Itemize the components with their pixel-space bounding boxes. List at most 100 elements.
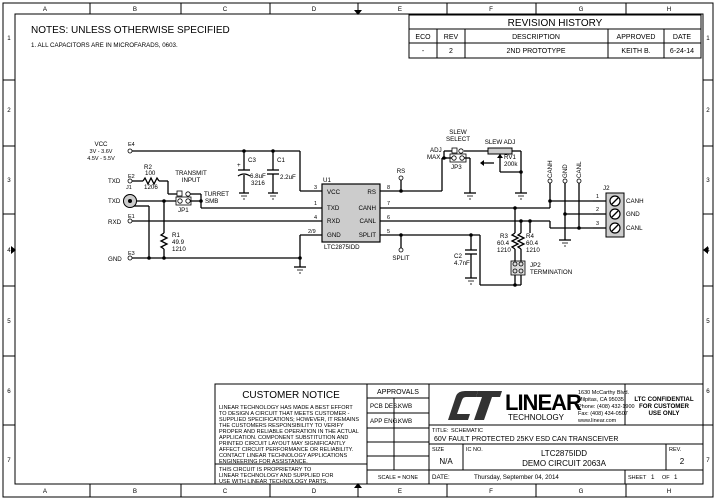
ground-icon — [559, 239, 571, 247]
revision-history-table: REVISION HISTORY ECO REV DESCRIPTION APP… — [408, 14, 702, 59]
vcc-label: VCC — [94, 141, 108, 148]
svg-text:5: 5 — [706, 318, 710, 325]
col-label: F — [489, 488, 493, 495]
r3-value: 60.4 — [497, 240, 510, 247]
approvals-title: APPROVALS — [377, 389, 419, 396]
u1-pin-name: VCC — [327, 189, 341, 196]
r3-size: 1210 — [497, 247, 511, 254]
gnd-label: GND — [108, 256, 122, 263]
date-value: Thursday, September 04, 2014 — [474, 474, 559, 481]
rev-cell-rev: 2 — [449, 48, 453, 55]
jp1-title-1: TRANSMIT — [175, 170, 207, 177]
svg-text:1: 1 — [706, 35, 710, 42]
approvals-box — [366, 383, 430, 485]
approval-name: KWB — [398, 418, 412, 425]
u1-pin-num: 1 — [314, 201, 317, 207]
col-label: A — [43, 488, 48, 495]
svg-text:PRINTED CIRCUIT LAYOUT MAY SIG: PRINTED CIRCUIT LAYOUT MAY SIGNIFICANTLY — [219, 441, 346, 447]
svg-text:4: 4 — [706, 247, 710, 254]
svg-text:7: 7 — [7, 457, 11, 464]
c1-value: 2.2uF — [280, 174, 296, 181]
svg-text:PROPER AND RELIABLE OPERATION: PROPER AND RELIABLE OPERATION IN THE ACT… — [219, 429, 359, 435]
col-label: D — [312, 6, 317, 13]
scale-label: SCALE = NONE — [378, 475, 419, 481]
j2-pin-name: CANH — [626, 198, 644, 205]
company-block — [428, 383, 704, 485]
logo-sub: TECHNOLOGY — [508, 413, 565, 422]
svg-text:THIS CIRCUIT IS PROPRIETARY TO: THIS CIRCUIT IS PROPRIETARY TO — [219, 467, 312, 473]
ic-number: LTC2875IDD — [541, 449, 587, 458]
r4-resistor — [516, 232, 526, 250]
col-label: H — [667, 6, 671, 13]
u1-pin-num: 7 — [387, 201, 390, 207]
confidential-line: LTC CONFIDENTIAL — [634, 396, 694, 403]
company-address: Milpitas, CA 95035 — [578, 397, 624, 403]
sheet-total: 1 — [674, 474, 678, 481]
svg-text:3: 3 — [596, 221, 599, 227]
r3-ref: R3 — [500, 233, 508, 240]
demo-circuit: DEMO CIRCUIT 2063A — [522, 459, 607, 468]
row-labels-right: 1 2 3 4 5 6 7 — [706, 35, 710, 464]
txd-turret-label: TXD — [108, 178, 121, 185]
sheet-number: 1 — [651, 474, 655, 481]
arrow-left-icon — [480, 160, 494, 166]
col-label: D — [312, 488, 317, 495]
svg-text:2: 2 — [596, 207, 599, 213]
ic-label: IC NO. — [466, 447, 483, 453]
r2-size: 1206 — [144, 184, 158, 191]
svg-text:4: 4 — [7, 247, 11, 254]
rv1-value: 200k — [504, 161, 518, 168]
title-value: SCHEMATIC — [451, 428, 483, 434]
u1-pin-num: 2/9 — [308, 229, 316, 235]
c2-value: 4.7nF — [454, 260, 470, 267]
u1-pin-num: 3 — [314, 185, 317, 191]
rev-header-approved: APPROVED — [617, 34, 656, 41]
col-label: B — [133, 488, 137, 495]
rev-label: REV. — [669, 447, 682, 453]
jp1-opt-turret: TURRET — [204, 191, 229, 198]
r1-size: 1210 — [172, 246, 186, 253]
svg-text:AFFECT CIRCUIT PERFORMANCE OR: AFFECT CIRCUIT PERFORMANCE OR RELIABILIT… — [219, 447, 354, 453]
size-label: SIZE — [432, 447, 445, 453]
r3-resistor — [510, 232, 520, 250]
svg-text:6: 6 — [706, 388, 710, 395]
r4-size: 1210 — [526, 247, 540, 254]
svg-text:3: 3 — [7, 177, 11, 184]
jp1-pin — [176, 190, 183, 197]
rev-value: 2 — [680, 457, 685, 466]
rev-header-date: DATE — [673, 34, 691, 41]
row-grid — [3, 79, 713, 426]
u1-pin-num: 6 — [387, 215, 390, 221]
sheet-label: SHEET — [628, 475, 647, 481]
customer-notice-title: CUSTOMER NOTICE — [242, 390, 340, 401]
col-label: B — [133, 6, 137, 13]
jp1-opt-smb: SMB — [205, 198, 218, 205]
ground-icon — [464, 192, 476, 200]
col-label: F — [489, 6, 493, 13]
jp3-title-1: SLEW — [449, 129, 467, 136]
c3-ref: C3 — [248, 157, 256, 164]
notes-title: NOTES: UNLESS OTHERWISE SPECIFIED — [31, 25, 230, 36]
svg-text:GND: GND — [562, 164, 569, 178]
vcc-turret-terminal — [127, 148, 133, 154]
txd-smb-label: TXD — [108, 198, 121, 205]
rev-cell-eco: - — [422, 48, 425, 55]
u1-pin-name: CANH — [358, 205, 376, 212]
rv1-ref: RV1 — [504, 154, 516, 161]
svg-text:2: 2 — [7, 107, 11, 114]
screw-terminal-icon — [609, 195, 621, 207]
svg-text:7: 7 — [706, 457, 710, 464]
approval-role: APP ENG. — [370, 418, 399, 425]
j2-pin-name: CANL — [626, 225, 643, 232]
col-label: G — [579, 6, 584, 13]
jp3-shunt — [449, 153, 467, 163]
approval-name: KWB — [398, 403, 412, 410]
svg-text:LINEAR TECHNOLOGY HAS MADE A B: LINEAR TECHNOLOGY HAS MADE A BEST EFFORT — [219, 405, 353, 411]
svg-text:3: 3 — [706, 177, 710, 184]
svg-text:CANH: CANH — [547, 160, 554, 178]
col-label: E — [398, 488, 402, 495]
confidential-line: USE ONLY — [648, 410, 680, 417]
rxd-label: RXD — [108, 219, 122, 226]
rev-header-rev: REV — [444, 34, 459, 41]
rev-cell-date: 6-24-14 — [670, 48, 694, 55]
